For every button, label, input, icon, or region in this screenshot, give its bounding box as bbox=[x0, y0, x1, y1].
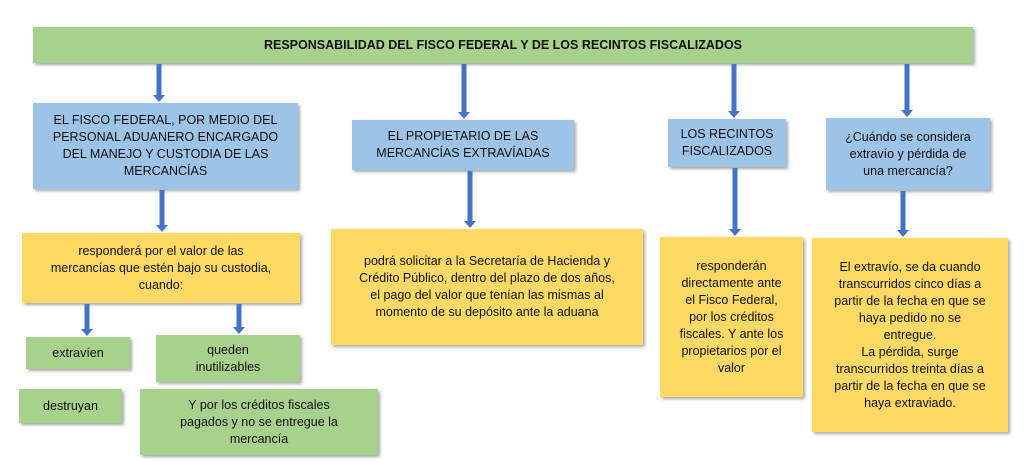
arrow-title-to-cuando bbox=[900, 64, 914, 117]
recintos-heading: LOS RECINTOS FISCALIZADOS bbox=[668, 119, 786, 167]
arrow-title-to-propietario bbox=[457, 64, 471, 119]
cuando-heading: ¿Cuándo se considera extravío y pérdida … bbox=[826, 118, 990, 190]
arrow-title-to-recintos bbox=[727, 64, 741, 118]
arrow-detail-to-extravien bbox=[80, 304, 94, 336]
cuando-detail: El extravío, se da cuando transcurridos … bbox=[812, 238, 1008, 432]
arrow-cuando-to-detail bbox=[896, 191, 910, 237]
case-destruyan: destruyan bbox=[19, 389, 122, 423]
arrow-recintos-to-detail bbox=[728, 168, 742, 236]
case-extravien: extravíen bbox=[26, 337, 130, 369]
arrow-title-to-fisco bbox=[152, 64, 166, 102]
fisco-heading: EL FISCO FEDERAL, POR MEDIO DEL PERSONAL… bbox=[33, 103, 298, 189]
arrow-fisco-to-detail bbox=[155, 190, 169, 232]
fisco-detail: responderá por el valor de las mercancía… bbox=[22, 233, 300, 303]
propietario-heading: EL PROPIETARIO DE LAS MERCANCÍAS EXTRAVÍ… bbox=[352, 120, 574, 170]
arrow-detail-to-queden bbox=[232, 304, 246, 334]
case-queden-inutilizables: queden inutilizables bbox=[156, 335, 300, 382]
propietario-detail: podrá solicitar a la Secretaría de Hacie… bbox=[331, 229, 643, 345]
case-creditos-fiscales: Y por los créditos fiscales pagados y no… bbox=[140, 389, 378, 455]
recintos-detail: responderán directamente ante el Fisco F… bbox=[660, 237, 803, 397]
arrow-propietario-to-detail bbox=[463, 171, 477, 228]
diagram-title: RESPONSABILIDAD DEL FISCO FEDERAL Y DE L… bbox=[33, 27, 973, 63]
